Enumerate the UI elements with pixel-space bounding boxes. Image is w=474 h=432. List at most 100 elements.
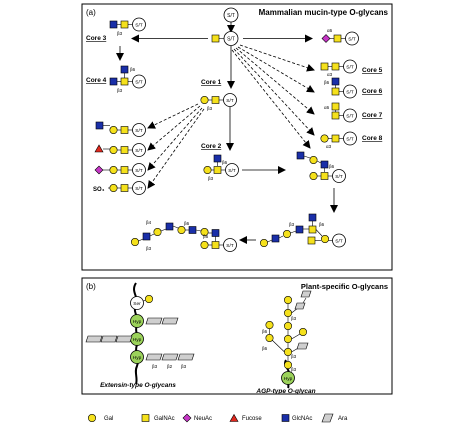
bond <box>302 297 307 304</box>
bond <box>291 333 301 340</box>
dashed-arrow <box>233 48 315 136</box>
glcnac-square <box>308 213 317 222</box>
gal-circle <box>203 166 212 175</box>
legend-neuac: NeuAc <box>194 416 212 422</box>
site-circle <box>223 93 237 107</box>
ara-parallelogram <box>161 353 179 361</box>
bond <box>290 230 297 234</box>
extensin-glycan: Ser Hyp Hyp Hyp β3 β2 β3 <box>85 282 195 385</box>
site-circle <box>132 74 146 89</box>
core2-structure: β6 S/T β3 <box>203 154 239 181</box>
ara-parallelogram <box>145 353 163 361</box>
galnac-square <box>333 34 342 43</box>
linkage-label: β3 <box>291 367 297 372</box>
core1-sulfate-derivative: SO₄ S/T <box>93 181 146 195</box>
fucose-legend-icon <box>229 413 239 422</box>
ara-parallelogram <box>296 342 309 350</box>
ara-legend-icon <box>321 413 334 423</box>
dashed-arrow <box>239 44 315 72</box>
bond <box>303 155 311 159</box>
gal-circle <box>309 172 318 181</box>
hyp-residue <box>281 371 295 385</box>
ser-label: Ser <box>133 301 141 307</box>
galnac-square <box>120 20 129 29</box>
site-circle <box>332 233 346 248</box>
legend-galnac: GalNAc <box>154 416 175 422</box>
dashed-arrow <box>147 105 201 151</box>
ara-parallelogram <box>300 290 312 298</box>
gal-circle <box>282 230 291 239</box>
core4-structure: β6 S/T β3 <box>109 65 146 93</box>
galnac-square <box>120 146 129 154</box>
core8-structure: S/T α3 <box>320 131 357 149</box>
site-circle <box>132 143 146 157</box>
gal-circle <box>320 235 329 244</box>
panel-a-tag: (a) <box>86 8 96 17</box>
legend: Gal GalNAc NeuAc Fucose GlcNAc Ara <box>88 413 348 423</box>
galnac-legend-icon <box>141 414 150 422</box>
gal-circle <box>265 320 274 329</box>
gal-circle <box>259 239 268 248</box>
galnac-square <box>331 87 340 96</box>
linkage-label: β2 <box>167 364 173 369</box>
linkage-label: β3 <box>208 176 214 181</box>
core6-structure: β6 S/T <box>324 77 357 99</box>
galnac-square <box>331 62 340 71</box>
site-label: S/T <box>335 239 343 245</box>
gal-circle <box>109 126 118 135</box>
linkage-label: β3 <box>117 88 123 93</box>
linkage-label: β6 <box>222 160 228 165</box>
dashed-arrows-to-cores <box>233 44 315 136</box>
tn-antigen: S/T <box>211 31 239 46</box>
linkage-label: β6 <box>329 164 335 169</box>
gal-circle <box>283 334 292 343</box>
site-label: S/T <box>135 128 143 134</box>
site-circle <box>343 131 357 146</box>
site-label: S/T <box>226 243 234 249</box>
gal-circle <box>109 184 118 193</box>
linkage-label: α3 <box>326 144 332 149</box>
glcnac-square <box>331 77 340 86</box>
gal-circle <box>109 146 118 155</box>
core7-structure: α6 S/T <box>324 102 357 123</box>
bond <box>138 238 144 242</box>
glcnac-square <box>95 121 104 130</box>
linkage-label: β3 <box>207 106 213 111</box>
gal-circle <box>298 327 307 336</box>
sulfate-label: SO₄ <box>93 187 105 193</box>
glcnac-square <box>296 151 305 160</box>
glcnac-square <box>109 20 118 29</box>
galnac-square <box>331 111 340 120</box>
galnac-square <box>331 102 340 111</box>
galnac-square <box>120 126 129 134</box>
linkage-label: β6 <box>203 234 209 239</box>
galnac-square <box>320 62 329 71</box>
linkage-label: β3 <box>152 364 158 369</box>
gal-circle <box>283 295 292 304</box>
core5-label: Core 5 <box>362 67 383 74</box>
linkage-label: β3 <box>117 31 123 36</box>
site-circle <box>225 163 239 177</box>
linkage-label: β3 <box>289 222 295 227</box>
galnac-square <box>213 166 222 174</box>
extended-core2-structure: S/T β6 <box>296 151 346 183</box>
dashed-arrow <box>147 107 203 171</box>
site-circle <box>132 163 146 177</box>
galnac-square <box>120 184 129 192</box>
linkage-label: α3 <box>327 72 333 77</box>
linkage-label: β6 <box>324 80 330 85</box>
galnac-square <box>307 236 316 245</box>
linkage-label: α6 <box>327 28 333 33</box>
ara-parallelogram <box>100 335 118 343</box>
hyp-label: Hyp <box>284 376 293 382</box>
gal-circle <box>131 238 140 247</box>
linkage-label: β4 <box>146 220 152 225</box>
ara-parallelogram <box>294 302 306 310</box>
linkage-label: β3 <box>291 354 297 359</box>
ara-parallelogram <box>85 335 103 343</box>
site-label: S/T <box>226 98 234 104</box>
core1-label: Core 1 <box>201 79 222 86</box>
site-label: S/T <box>135 186 143 192</box>
bond <box>316 160 322 164</box>
